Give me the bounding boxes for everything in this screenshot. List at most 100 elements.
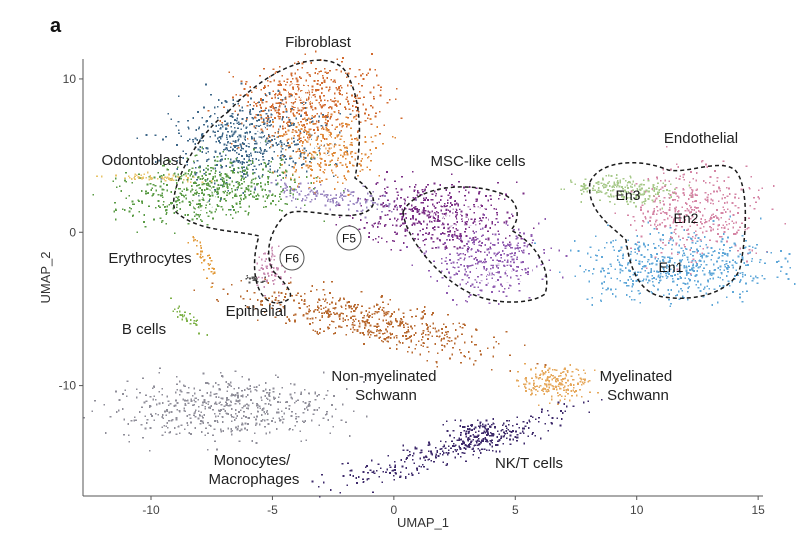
cell-f1 <box>223 185 225 187</box>
cell-msc-l1 <box>425 197 427 199</box>
cell-f1 <box>179 187 182 190</box>
cell-b-cells <box>190 319 192 321</box>
cell-en1 <box>627 239 629 242</box>
cell-msc-l2 <box>458 270 460 273</box>
cell-en2 <box>664 185 666 188</box>
cell-en1 <box>751 246 754 248</box>
cell-f1 <box>199 178 202 180</box>
cell-non-myelinated-schwann <box>452 323 454 325</box>
cell-f1 <box>203 189 206 191</box>
cell-msc-l1 <box>404 230 407 233</box>
cell-f3 <box>328 107 330 109</box>
cell-epithelial <box>249 277 251 280</box>
cell-msc-l2 <box>504 269 507 272</box>
cell-f5 <box>378 198 380 200</box>
cell-en3 <box>592 189 594 192</box>
cell-msc-l2 <box>518 282 520 285</box>
cell-f4 <box>281 134 283 137</box>
cell-f4 <box>298 157 301 160</box>
cell-msc-l1 <box>478 240 481 243</box>
cell-myelinated-schwann <box>582 369 585 372</box>
cell-f2 <box>249 113 252 116</box>
cell-f3 <box>296 111 298 114</box>
cell-f1 <box>281 209 283 212</box>
cell-f2 <box>257 114 259 116</box>
cell-en3 <box>641 194 643 196</box>
cell-en3 <box>626 197 629 200</box>
cell-f2 <box>288 164 290 167</box>
cell-f1 <box>207 184 209 187</box>
cell-f3 <box>267 116 270 119</box>
cell-f1 <box>175 206 178 209</box>
cell-f2 <box>279 101 282 104</box>
cell-f4 <box>310 152 312 155</box>
cell-f2 <box>249 131 252 133</box>
cell-f2 <box>263 135 265 138</box>
cell-msc-l2 <box>511 246 513 249</box>
cell-f2 <box>306 119 308 121</box>
cell-msc-l1 <box>395 233 398 236</box>
cell-non-myelinated-schwann <box>405 332 408 334</box>
cell-f2 <box>282 116 284 119</box>
cell-msc-l1 <box>372 238 375 241</box>
cell-en2 <box>737 212 739 214</box>
cell-f3 <box>292 106 295 109</box>
cell-f3 <box>261 102 264 104</box>
cell-msc-l1 <box>472 222 475 224</box>
cell-f4 <box>317 127 319 130</box>
cell-f3 <box>296 86 299 88</box>
cell-myelinated-schwann <box>528 382 531 385</box>
cell-en3 <box>627 203 629 205</box>
cell-f3 <box>255 87 257 90</box>
cell-f1 <box>225 213 227 216</box>
cell-f3 <box>265 95 268 97</box>
cell-f3 <box>303 84 305 86</box>
cell-f1 <box>220 173 223 175</box>
cell-f3 <box>316 112 318 115</box>
cell-non-myelinated-schwann <box>422 332 425 334</box>
cell-f1 <box>268 194 270 197</box>
cell-msc-l1 <box>401 217 404 219</box>
cell-msc-l1 <box>446 247 448 249</box>
cell-non-myelinated-schwann <box>334 332 337 334</box>
cell-en1 <box>656 253 658 255</box>
cell-f1 <box>216 203 219 206</box>
cell-b-cells <box>186 320 188 322</box>
cell-msc-l2 <box>514 247 516 250</box>
cell-f4 <box>369 118 372 120</box>
cell-en1 <box>688 279 691 282</box>
cell-en1 <box>735 262 738 265</box>
cell-f1 <box>152 194 154 197</box>
cell-f1 <box>186 157 188 160</box>
cell-msc-l1 <box>453 222 456 225</box>
cell-msc-l1 <box>371 224 373 226</box>
cell-non-myelinated-schwann <box>374 311 377 313</box>
cell-f1 <box>277 200 280 202</box>
cell-en1 <box>702 296 705 298</box>
cell-en2 <box>746 227 749 230</box>
cell-f3 <box>292 112 295 115</box>
cell-myelinated-schwann <box>559 374 562 377</box>
cell-f1 <box>226 183 229 186</box>
cell-f3 <box>232 76 235 78</box>
cell-non-myelinated-schwann <box>363 317 365 319</box>
cell-f4 <box>350 150 352 153</box>
cell-en3 <box>644 200 646 202</box>
cell-f1 <box>248 163 250 166</box>
cell-f4 <box>370 159 372 162</box>
cell-non-myelinated-schwann <box>416 308 419 310</box>
cell-msc-l1 <box>480 245 482 247</box>
cell-en2 <box>707 193 709 196</box>
cell-b-cells <box>195 324 198 326</box>
cell-en1 <box>600 293 603 295</box>
cell-f3 <box>335 86 337 89</box>
cell-en1 <box>734 243 737 246</box>
cell-msc-l1 <box>383 187 386 190</box>
cell-en2 <box>738 197 740 200</box>
cell-myelinated-schwann <box>546 377 549 379</box>
cell-en3 <box>638 194 641 197</box>
cell-f3 <box>353 115 356 118</box>
cell-f1 <box>267 177 269 180</box>
cell-msc-l2 <box>527 271 529 273</box>
cell-en2 <box>645 190 647 193</box>
